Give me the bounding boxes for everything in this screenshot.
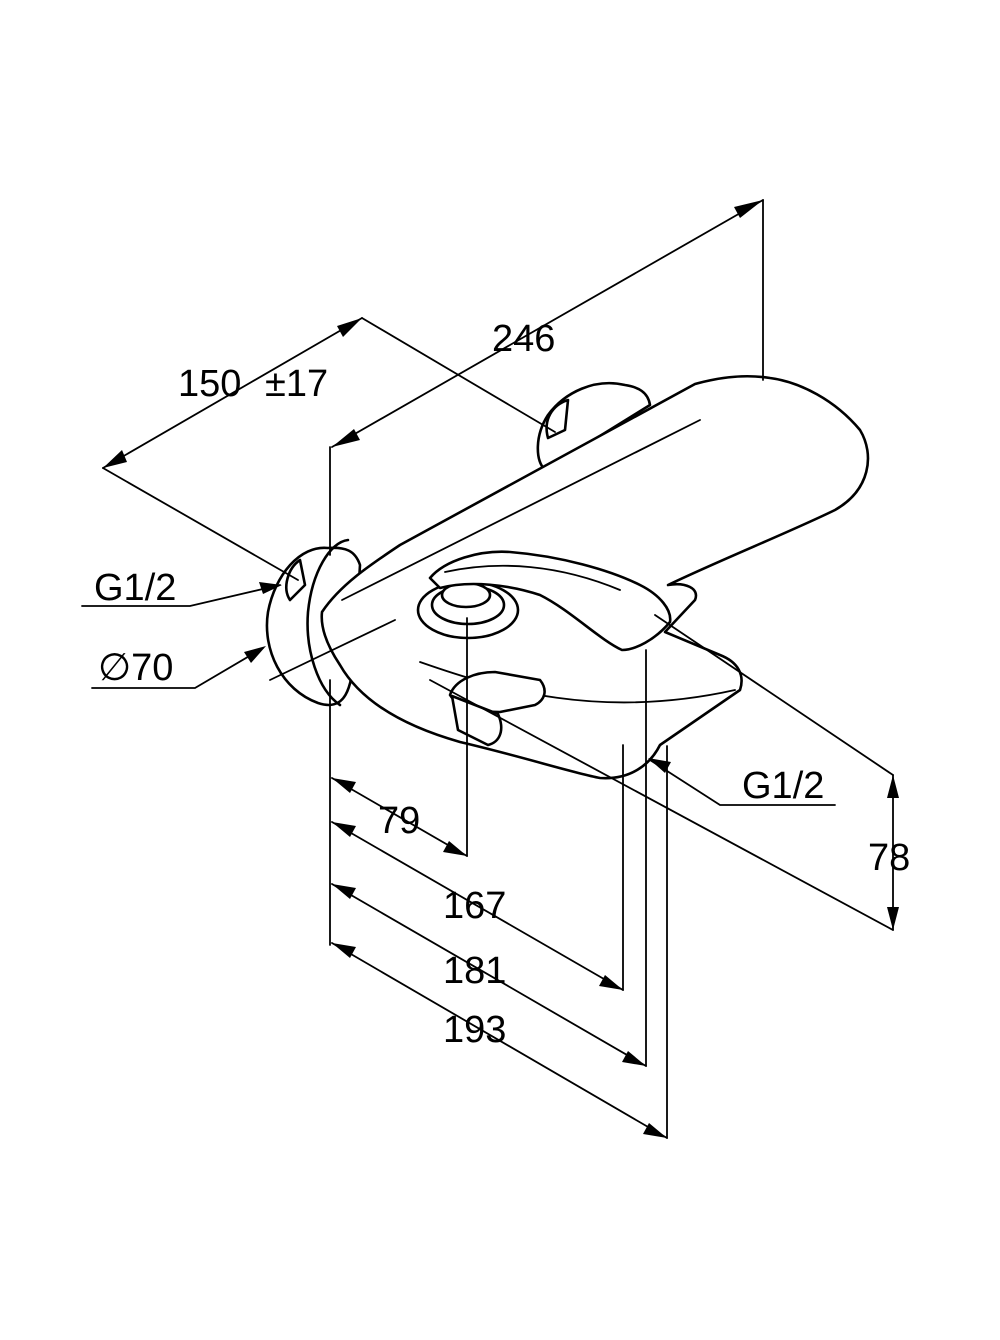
dim-193-line <box>331 942 668 1139</box>
dim-150-arrow-right <box>337 318 362 337</box>
dim-181-arrow-right <box>622 1051 646 1066</box>
g12-outlet-arrow <box>648 758 671 773</box>
dim-167-arrow-right <box>599 975 623 990</box>
label-g12-outlet: G1/2 <box>742 765 824 807</box>
left-escutcheon-edge <box>306 538 350 707</box>
escutcheon-centerline <box>269 619 396 681</box>
dim-181-arrow-left <box>332 884 356 899</box>
label-79: 79 <box>378 800 420 842</box>
dim-79-arrow-left <box>332 778 356 793</box>
dim-150-arrow-left <box>103 450 127 468</box>
label-181: 181 <box>443 950 506 992</box>
dim-167-arrow-left <box>332 822 356 837</box>
dim-79-arrow-right <box>443 841 467 856</box>
dim-193-arrow-left <box>332 943 356 958</box>
left-inlet-stub <box>285 558 307 602</box>
g12-left-leader <box>81 584 281 607</box>
label-g12-left: G1/2 <box>94 567 176 609</box>
dia70-arrow <box>244 646 266 663</box>
dim-150-line <box>102 317 363 469</box>
dim-246-arrow-left <box>332 429 360 447</box>
top-surface-line <box>341 419 701 601</box>
dim-193-arrow-right <box>643 1123 667 1138</box>
dim-78-arrow-top <box>887 775 899 798</box>
dim-79-line <box>331 777 468 857</box>
label-dia70: ∅70 <box>98 647 173 689</box>
label-167: 167 <box>443 885 506 927</box>
dim-181-line <box>331 883 647 1067</box>
label-246: 246 <box>492 318 555 360</box>
front-surface-line <box>419 661 736 704</box>
label-150: 150 <box>178 363 241 405</box>
dim-78-ext-bottom <box>429 679 894 931</box>
dim-167-line <box>331 821 624 991</box>
label-193: 193 <box>443 1009 506 1051</box>
g12-left-arrow <box>259 582 282 594</box>
lever-highlight <box>444 564 621 591</box>
dim-246-arrow-right <box>734 200 763 218</box>
dimension-lines <box>81 199 899 1139</box>
dia70-leader <box>91 647 264 689</box>
dim-246-line <box>331 199 764 448</box>
spout-mouth <box>450 694 503 747</box>
g12-outlet-leader <box>649 759 836 806</box>
dim-78-arrow-bottom <box>887 907 899 930</box>
dim-150-ext-left <box>102 467 299 581</box>
dim-78-ext-top <box>654 614 894 776</box>
label-tolerance: ±17 <box>265 363 328 405</box>
dimension-labels: 150 ±17 246 G1/2 ∅70 G1/2 78 79 167 181 … <box>94 318 910 1051</box>
faucet-body <box>265 374 870 780</box>
lever-handle <box>428 550 672 652</box>
label-78: 78 <box>868 837 910 879</box>
back-inlet-stub <box>545 398 570 440</box>
